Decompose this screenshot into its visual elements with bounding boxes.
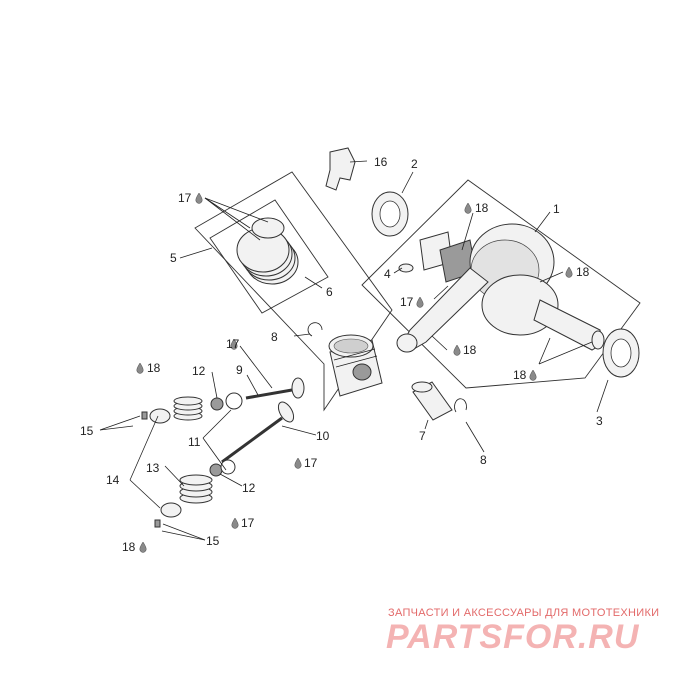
valve-spring-upper bbox=[173, 396, 203, 421]
callout-4: 4 bbox=[384, 267, 391, 281]
callout-18c: 18 bbox=[475, 201, 489, 215]
callout-18d: 18 bbox=[576, 265, 590, 279]
callout-labels: 1 2 3 4 5 6 7 8 8 9 10 11 12 12 13 14 15… bbox=[80, 155, 603, 554]
intake-valve bbox=[245, 377, 305, 400]
exhaust-valve bbox=[221, 401, 295, 464]
leader-lines bbox=[99, 160, 609, 541]
callout-16: 16 bbox=[374, 155, 388, 169]
valve-retainer-lower bbox=[160, 502, 182, 518]
callout-17d: 17 bbox=[241, 516, 255, 530]
callout-7: 7 bbox=[419, 429, 426, 443]
callout-18e: 18 bbox=[463, 343, 477, 357]
thrust-washer bbox=[371, 191, 409, 237]
callout-15b: 15 bbox=[206, 534, 220, 548]
callout-12b: 12 bbox=[242, 481, 256, 495]
ring-set-box bbox=[209, 199, 329, 314]
callout-5: 5 bbox=[170, 251, 177, 265]
brand-subtitle: ЗАПЧАСТИ И АКСЕССУАРЫ ДЛЯ МОТОТЕХНИКИ bbox=[388, 607, 660, 619]
crankshaft bbox=[396, 223, 605, 353]
callout-13: 13 bbox=[146, 461, 160, 475]
valve-collet-upper bbox=[141, 411, 148, 420]
callout-2: 2 bbox=[411, 157, 418, 171]
callout-3: 3 bbox=[596, 414, 603, 428]
woodruff-key bbox=[398, 263, 414, 273]
callout-1: 1 bbox=[553, 202, 560, 216]
callout-12a: 12 bbox=[192, 364, 206, 378]
brand-logo: PARTSFOR.RU bbox=[386, 618, 640, 656]
spring-seat-upper bbox=[225, 392, 243, 410]
piston-rings bbox=[236, 217, 299, 285]
callout-18a: 18 bbox=[147, 361, 161, 375]
callout-6: 6 bbox=[326, 285, 333, 299]
callout-10: 10 bbox=[316, 429, 330, 443]
callout-18b: 18 bbox=[122, 540, 136, 554]
callout-18f: 18 bbox=[513, 368, 527, 382]
chain-guide-bracket bbox=[325, 147, 356, 191]
piston bbox=[328, 334, 383, 397]
callout-11: 11 bbox=[188, 435, 201, 449]
callout-8b: 8 bbox=[480, 453, 487, 467]
callout-17b: 17 bbox=[226, 337, 240, 351]
valve-seal-upper bbox=[210, 397, 224, 411]
callout-15a: 15 bbox=[80, 424, 94, 438]
callout-14: 14 bbox=[106, 473, 120, 487]
piston-pin bbox=[411, 381, 453, 421]
callout-8a: 8 bbox=[271, 330, 278, 344]
callout-17e: 17 bbox=[400, 295, 414, 309]
spring-seat-lower bbox=[220, 459, 236, 475]
valve-retainer-upper bbox=[149, 408, 171, 424]
callout-17a: 17 bbox=[178, 191, 192, 205]
circlip-2 bbox=[454, 398, 467, 413]
thrust-washer-2 bbox=[602, 328, 640, 378]
callout-17c: 17 bbox=[304, 456, 318, 470]
valve-spring-lower bbox=[179, 474, 213, 504]
callout-9: 9 bbox=[236, 363, 243, 377]
valve-collet-lower bbox=[154, 519, 161, 528]
circlip bbox=[307, 322, 323, 337]
